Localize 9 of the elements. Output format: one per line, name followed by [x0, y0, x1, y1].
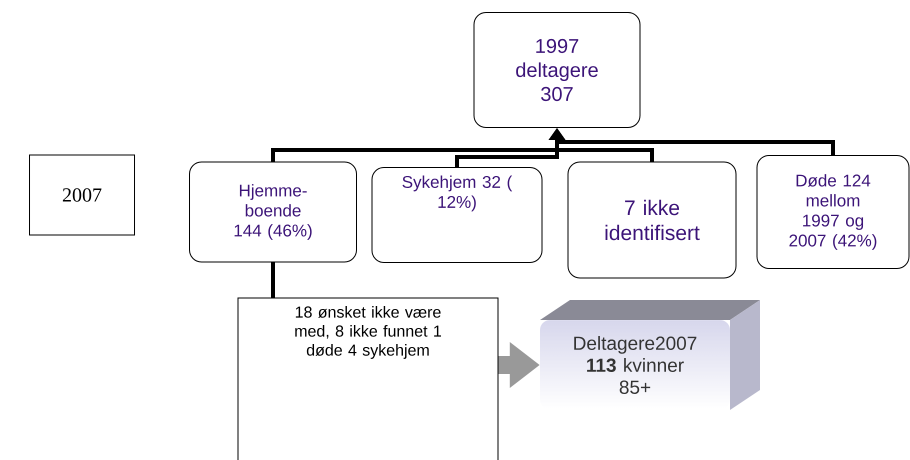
- rounded-box: 1997 deltagere 307: [474, 12, 640, 128]
- rounded-box: Sykehjem 32 ( 12%): [372, 167, 542, 263]
- label-box: 2007: [29, 154, 136, 236]
- text-box: 18 ønsket ikke være med, 8 ikke funnet 1 døde 4 sykehjem: [238, 298, 498, 460]
- cube-box: Deltagere2007 113 kvinner 85+: [540, 300, 760, 410]
- connector-line: [271, 262, 275, 298]
- rounded-box: Døde 124 mellom 1997 og 2007 (42%): [756, 155, 910, 269]
- rounded-box: Hjemme-boende 144 (46%): [189, 162, 357, 262]
- rounded-box: 7 ikke identifisert: [568, 162, 736, 278]
